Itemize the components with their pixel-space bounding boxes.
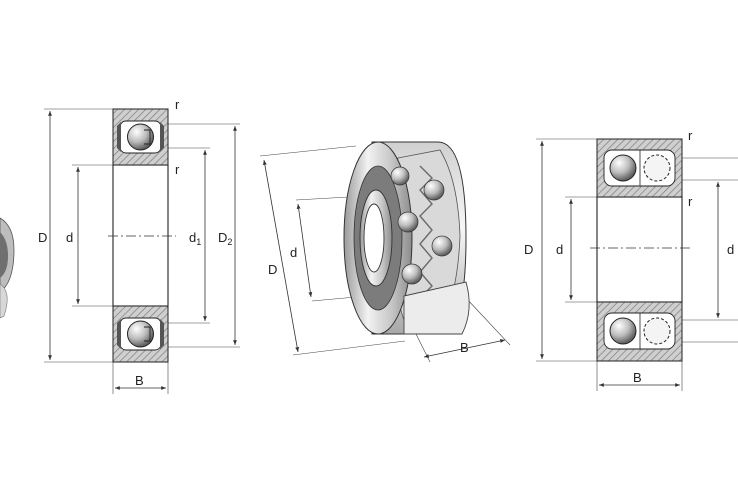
seal-left-top <box>117 122 121 152</box>
figure-3-double-row-section: D d d B r r <box>524 128 738 391</box>
ext-D-bottom <box>292 340 406 356</box>
bore-outline <box>596 196 683 303</box>
dim-line-B <box>423 339 506 358</box>
ext-B-right <box>465 297 511 346</box>
label-B: B <box>135 373 144 388</box>
label-D: D <box>38 230 47 245</box>
ball-bottom <box>127 320 154 348</box>
label-D: D <box>524 242 533 257</box>
dim-line-d <box>296 203 313 298</box>
ball-top-right <box>643 154 671 182</box>
section-bottom <box>596 301 683 362</box>
partial-bearing-left <box>0 217 15 319</box>
label-r-top: r <box>175 97 180 112</box>
label-B: B <box>460 340 469 355</box>
figure-2-bearing-3d: D d B <box>259 141 511 363</box>
ball-bottom-left <box>609 317 637 345</box>
label-d1: d1 <box>189 230 201 247</box>
ball-top <box>127 123 154 151</box>
label-r-inner: r <box>688 194 693 209</box>
label-d-right: d <box>727 242 734 257</box>
bore-outline <box>112 164 169 307</box>
label-d: d <box>290 245 297 260</box>
seal-left-bottom <box>117 319 121 349</box>
label-d: d <box>556 242 563 257</box>
dim-line-D <box>262 159 300 353</box>
figure-1-single-row-section: D d d1 D2 B r r <box>38 97 240 394</box>
label-r-inner: r <box>175 162 180 177</box>
ball-bottom-right <box>643 317 671 345</box>
label-B: B <box>633 370 642 385</box>
section-top <box>112 108 169 166</box>
label-D2: D2 <box>218 230 232 247</box>
label-D: D <box>268 262 277 277</box>
ball-top-left <box>609 154 637 182</box>
seal-right-bottom <box>160 319 164 349</box>
bore <box>363 203 385 273</box>
ext-D-top <box>259 145 357 157</box>
label-r-top: r <box>688 128 693 143</box>
label-d: d <box>66 230 73 245</box>
section-bottom <box>112 305 169 363</box>
seal-right-top <box>160 122 164 152</box>
section-top <box>596 138 683 198</box>
cage <box>419 165 433 299</box>
